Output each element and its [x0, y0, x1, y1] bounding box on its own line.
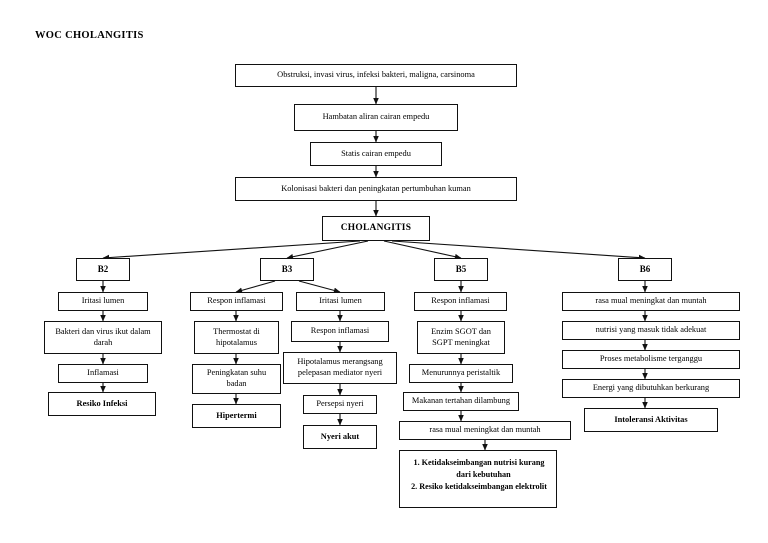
node-b2-inflamasi[interactable]: Inflamasi — [58, 364, 148, 383]
node-b5-enzim-sgot-sgpt[interactable]: Enzim SGOT dan SGPT meningkat — [417, 321, 505, 354]
node-b3-respon-inflamasi-2[interactable]: Respon inflamasi — [291, 321, 389, 342]
list-item: 2. Resiko ketidakseimbangan elektrolit — [411, 481, 547, 491]
node-obstruksi[interactable]: Obstruksi, invasi virus, infeksi bakteri… — [235, 64, 517, 87]
node-statis-cairan[interactable]: Statis cairan empedu — [310, 142, 442, 166]
node-b3-peningkatan-suhu[interactable]: Peningkatan suhu badan — [192, 364, 281, 394]
node-b6-intoleransi-aktivitas[interactable]: Intoleransi Aktivitas — [584, 408, 718, 432]
node-b5-respon-inflamasi[interactable]: Respon inflamasi — [414, 292, 507, 311]
node-b6-metabolisme-terganggu[interactable]: Proses metabolisme terganggu — [562, 350, 740, 369]
list-item: 1. Ketidakseimbangan nutrisi kurang dari… — [413, 458, 545, 479]
node-b2-bakteri-virus-darah[interactable]: Bakteri dan virus ikut dalam darah — [44, 321, 162, 354]
node-b5-makanan-tertahan[interactable]: Makanan tertahan dilambung — [403, 392, 519, 411]
node-b3-thermostat-hipotalamus[interactable]: Thermostat di hipotalamus — [194, 321, 279, 354]
node-b3-respon-inflamasi[interactable]: Respon inflamasi — [190, 292, 283, 311]
node-b3[interactable]: B3 — [260, 258, 314, 281]
node-b6[interactable]: B6 — [618, 258, 672, 281]
node-cholangitis[interactable]: CHOLANGITIS — [322, 216, 430, 241]
node-b6-energi-berkurang[interactable]: Energi yang dibutuhkan berkurang — [562, 379, 740, 398]
node-b2-iritasi-lumen[interactable]: Iritasi lumen — [58, 292, 148, 311]
node-b3-persepsi-nyeri[interactable]: Persepsi nyeri — [303, 395, 377, 414]
node-b6-nutrisi-tidak-adekuat[interactable]: nutrisi yang masuk tidak adekuat — [562, 321, 740, 340]
node-b5-rasa-mual-muntah[interactable]: rasa mual meningkat dan muntah — [399, 421, 571, 440]
node-b3-hipertermi[interactable]: Hipertermi — [192, 404, 281, 428]
node-b2[interactable]: B2 — [76, 258, 130, 281]
node-b5-diagnosa-list[interactable]: 1. Ketidakseimbangan nutrisi kurang dari… — [399, 450, 557, 508]
page-title: WOC CHOLANGITIS — [35, 30, 144, 41]
node-b2-resiko-infeksi[interactable]: Resiko Infeksi — [48, 392, 156, 416]
node-b3-nyeri-akut[interactable]: Nyeri akut — [303, 425, 377, 449]
node-b3-iritasi-lumen[interactable]: Iritasi lumen — [296, 292, 385, 311]
node-b5[interactable]: B5 — [434, 258, 488, 281]
node-hambatan-aliran[interactable]: Hambatan aliran cairan empedu — [294, 104, 458, 131]
node-b6-rasa-mual-muntah[interactable]: rasa mual meningkat dan muntah — [562, 292, 740, 311]
node-kolonisasi-bakteri[interactable]: Kolonisasi bakteri dan peningkatan pertu… — [235, 177, 517, 201]
node-b5-menurunnya-peristaltik[interactable]: Menurunnya peristaltik — [409, 364, 513, 383]
node-b3-hipotalamus-mediator-nyeri[interactable]: Hipotalamus merangsang pelepasan mediato… — [283, 352, 397, 384]
